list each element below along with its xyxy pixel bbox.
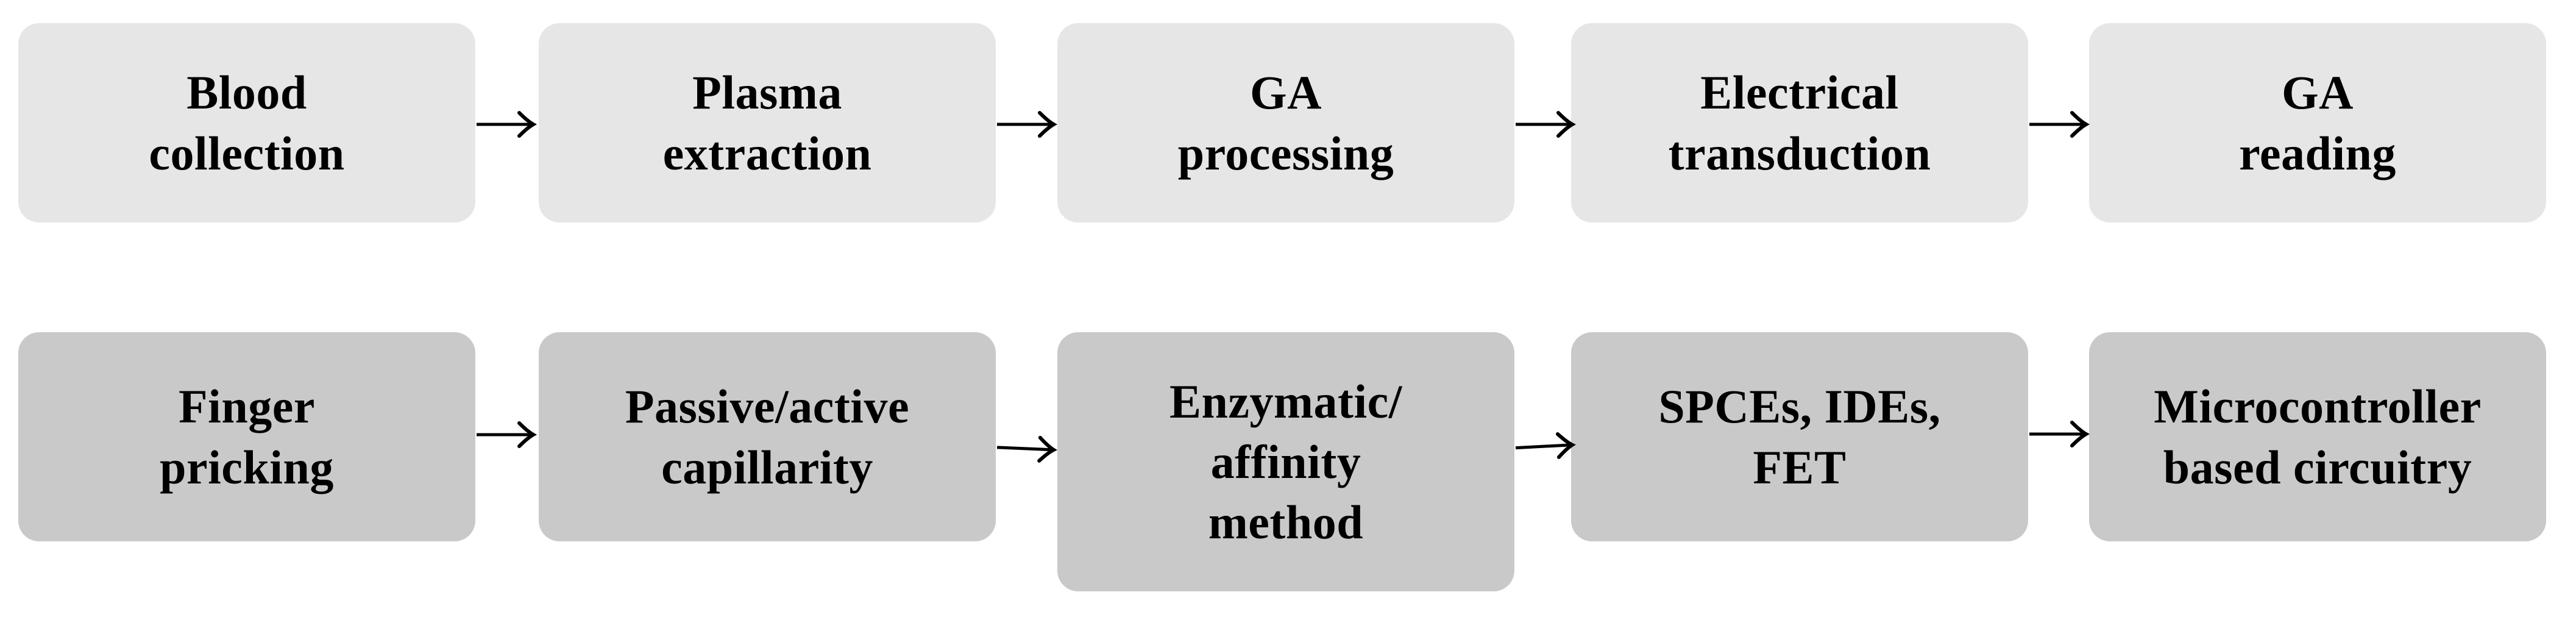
arrow-right-icon xyxy=(1514,423,1578,469)
flow-step-microcontroller-circuitry: Microcontroller based circuitry xyxy=(2089,332,2546,541)
flow-step-label: Enzymatic/ affinity method xyxy=(1169,374,1402,549)
flow-step-ga-processing: GA processing xyxy=(1057,23,1514,223)
flow-step-enzymatic-affinity-method: Enzymatic/ affinity method xyxy=(1057,332,1514,591)
arrow-right-icon xyxy=(996,426,1059,471)
arrow-right-icon xyxy=(477,413,538,456)
flow-step-label: Passive/active capillarity xyxy=(625,380,910,494)
flow-step-blood-collection: Blood collection xyxy=(18,23,475,223)
flow-step-finger-pricking: Finger pricking xyxy=(18,332,475,541)
arrow-right-icon xyxy=(1516,103,1577,146)
flow-step-label: Finger pricking xyxy=(160,380,334,494)
flow-step-plasma-extraction: Plasma extraction xyxy=(539,23,996,223)
flow-step-label: Electrical transduction xyxy=(1668,66,1931,180)
flow-step-label: GA processing xyxy=(1177,66,1394,180)
arrow-right-icon xyxy=(2029,413,2090,455)
flow-step-electrical-transduction: Electrical transduction xyxy=(1571,23,2028,223)
flow-step-label: Microcontroller based circuitry xyxy=(2154,380,2482,494)
flow-step-label: Plasma extraction xyxy=(662,66,872,180)
flow-step-passive-active-capillarity: Passive/active capillarity xyxy=(539,332,996,541)
arrow-right-icon xyxy=(477,103,538,146)
flow-step-label: GA reading xyxy=(2239,66,2396,180)
flow-step-spces-ides-fet: SPCEs, IDEs, FET xyxy=(1571,332,2028,541)
arrow-right-icon xyxy=(2029,103,2090,146)
flow-step-label: SPCEs, IDEs, FET xyxy=(1658,380,1941,494)
flow-step-ga-reading: GA reading xyxy=(2089,23,2546,223)
flow-step-label: Blood collection xyxy=(149,66,345,180)
arrow-right-icon xyxy=(997,103,1058,146)
